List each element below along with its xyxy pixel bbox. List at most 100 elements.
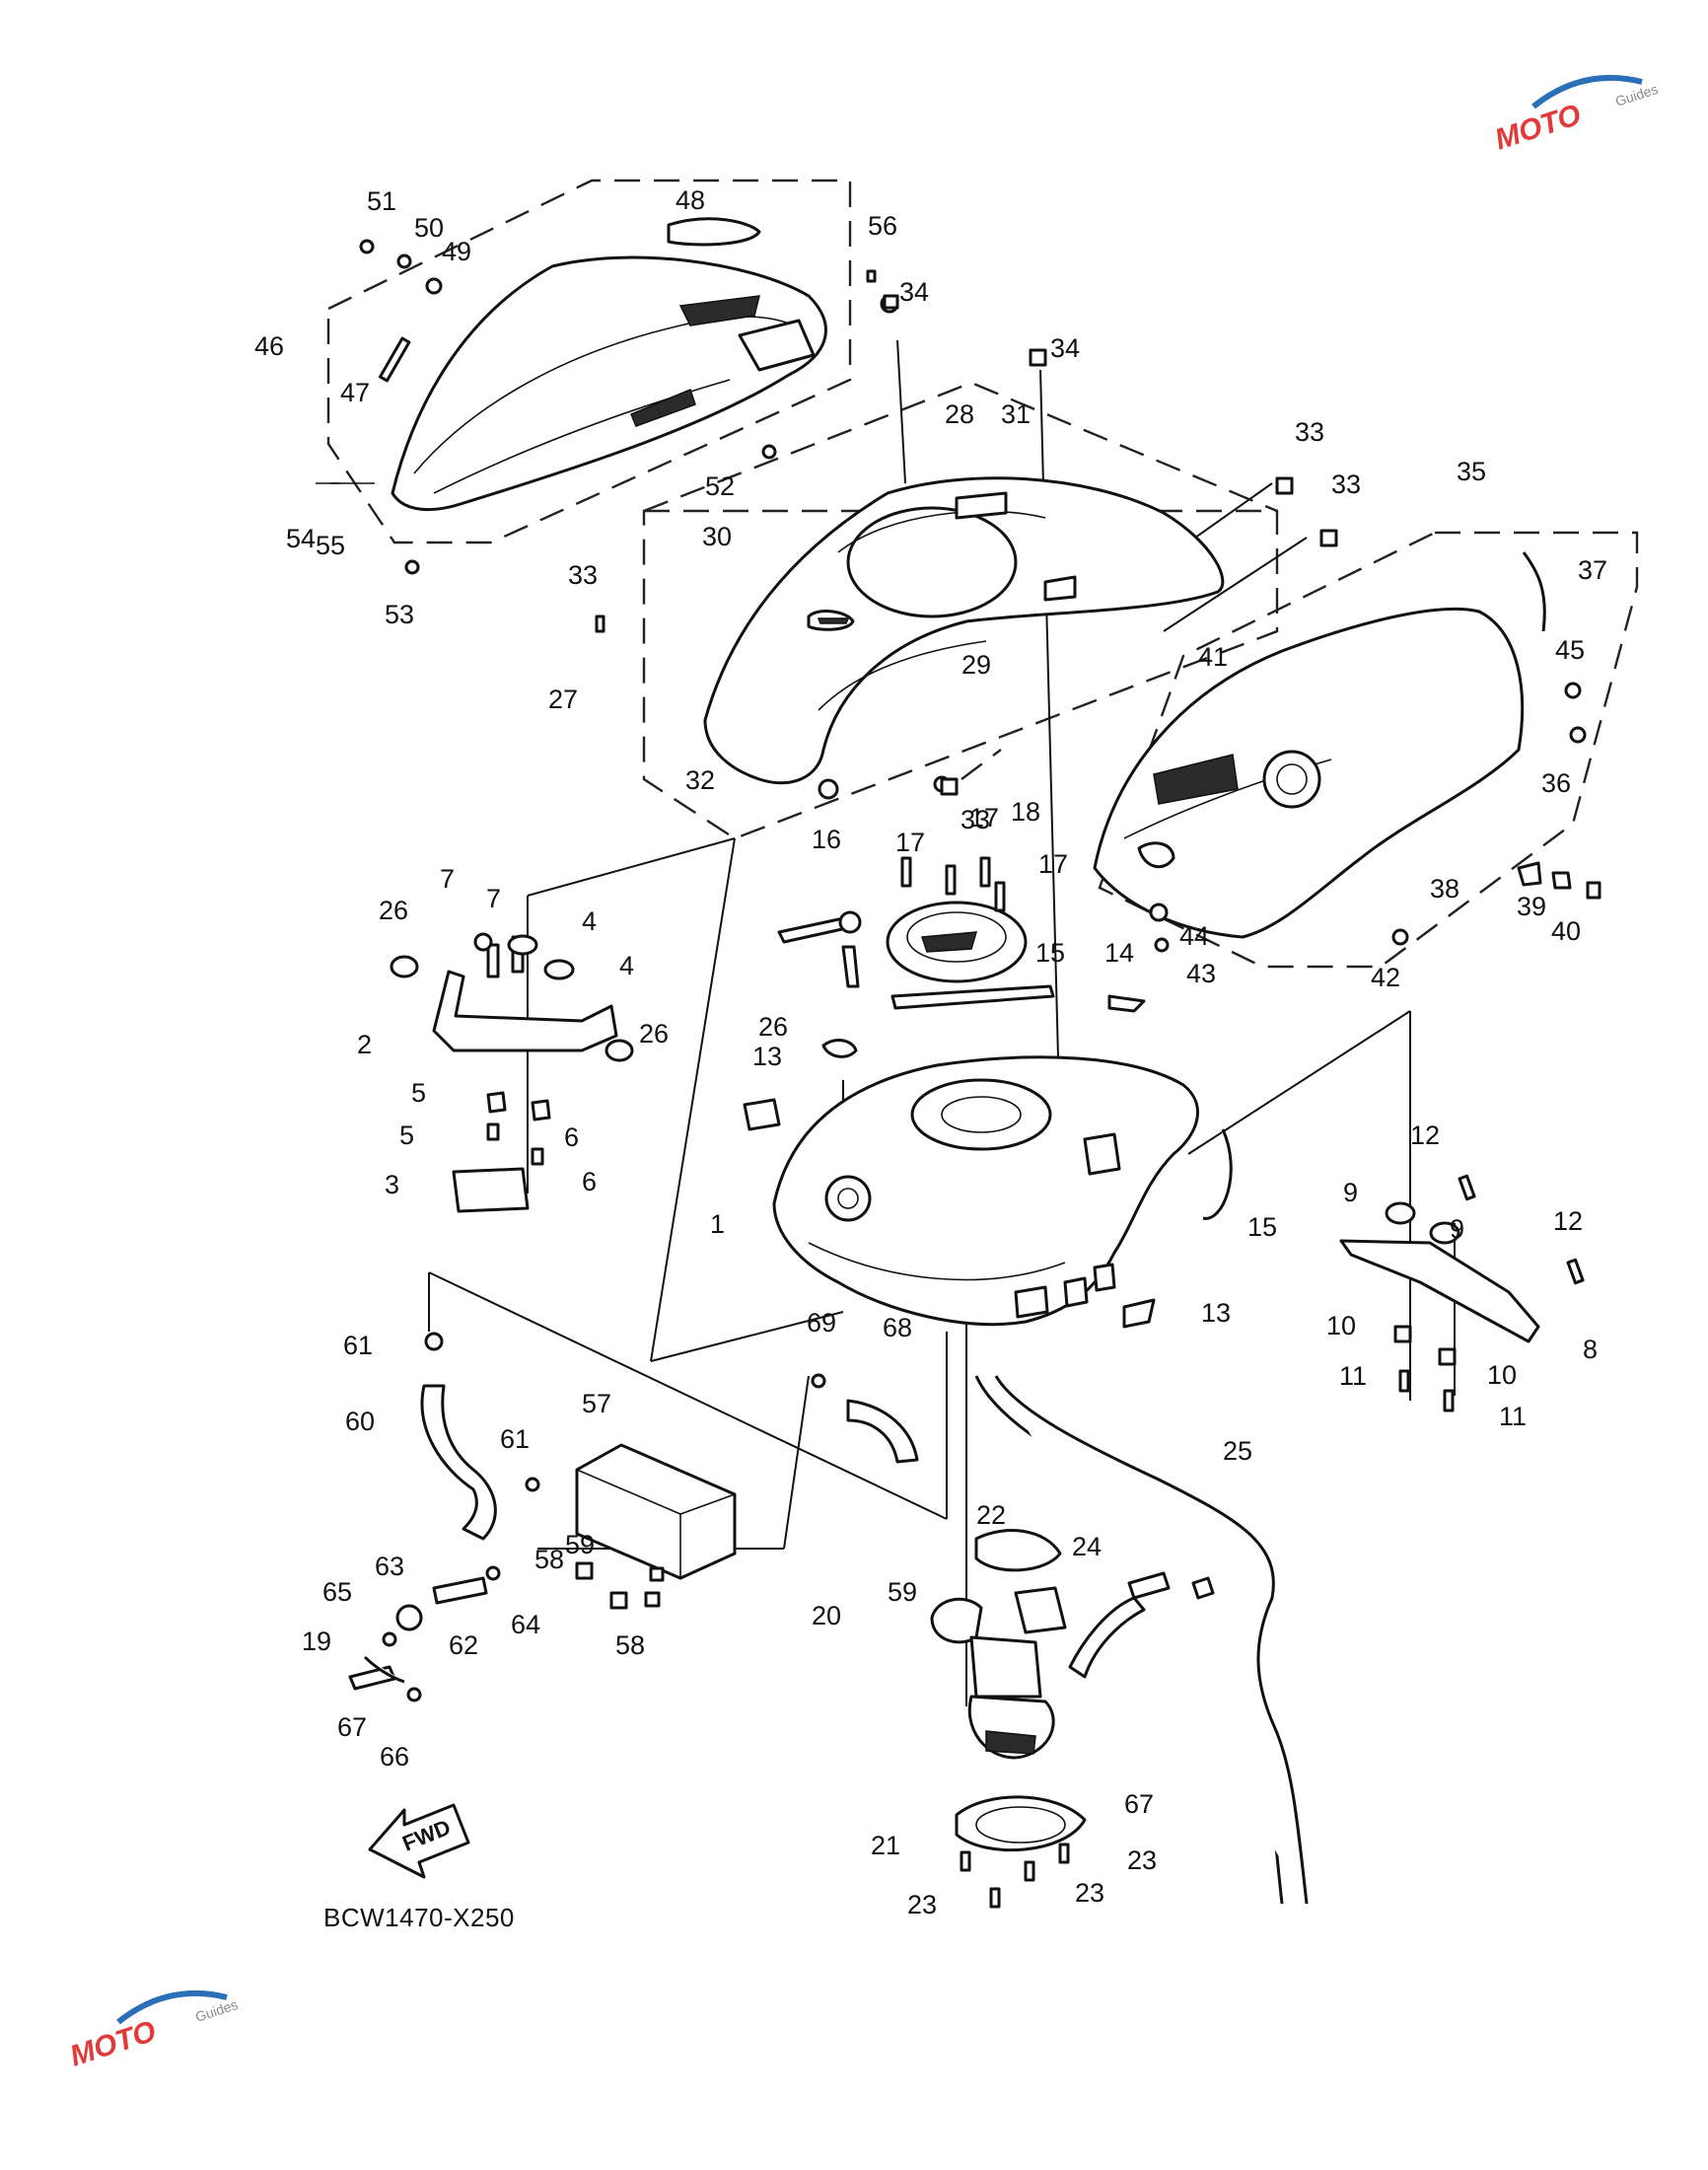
callout-13: 13 xyxy=(752,1042,782,1071)
callout-12: 12 xyxy=(1410,1121,1440,1150)
callout-16: 16 xyxy=(812,825,841,854)
callout-49: 49 xyxy=(442,237,471,266)
callout-19: 19 xyxy=(302,1627,331,1656)
callout-36: 36 xyxy=(1541,768,1571,798)
callout-35: 35 xyxy=(1457,457,1486,486)
callout-66: 66 xyxy=(380,1742,409,1772)
callout-63: 63 xyxy=(375,1552,404,1581)
watermark-logo-bottom: MOTO Guides xyxy=(66,1989,240,2073)
callout-17: 17 xyxy=(969,803,999,832)
callout-13: 13 xyxy=(1201,1298,1231,1328)
drain-hose-part xyxy=(974,1375,1309,1905)
callout-52: 52 xyxy=(705,471,735,501)
right-bracket-part xyxy=(1339,1174,1585,1412)
diagram-code: BCW1470-X250 xyxy=(323,1903,515,1932)
callout-10: 10 xyxy=(1326,1311,1356,1340)
callout-40: 40 xyxy=(1551,916,1581,946)
callout-32: 32 xyxy=(685,765,715,795)
callout-34: 34 xyxy=(899,277,929,307)
svg-text:Guides: Guides xyxy=(193,1996,240,2025)
callout-45: 45 xyxy=(1555,635,1585,665)
callout-17: 17 xyxy=(1038,849,1068,879)
callout-1: 1 xyxy=(710,1209,725,1239)
callout-51: 51 xyxy=(367,186,396,216)
fuel-cap-part xyxy=(777,856,1028,988)
callout-61: 61 xyxy=(500,1424,530,1454)
callout-62: 62 xyxy=(449,1630,478,1660)
callout-12: 12 xyxy=(1553,1206,1583,1236)
callout-44: 44 xyxy=(1179,921,1209,951)
callout-23: 23 xyxy=(907,1890,937,1919)
tank-side-cover-part xyxy=(1093,551,1601,953)
callout-25: 25 xyxy=(1223,1436,1252,1466)
callout-60: 60 xyxy=(345,1407,375,1436)
svg-text:MOTO: MOTO xyxy=(1491,99,1585,157)
callout-50: 50 xyxy=(414,213,444,243)
svg-text:Guides: Guides xyxy=(1613,81,1660,109)
callout-6: 6 xyxy=(582,1167,597,1196)
callout-9: 9 xyxy=(1343,1178,1358,1207)
watermark-logo-top: MOTO Guides xyxy=(1491,74,1660,157)
callout-59: 59 xyxy=(888,1577,917,1607)
callout-37: 37 xyxy=(1578,555,1607,585)
callout-10: 10 xyxy=(1487,1360,1517,1390)
callout-55: 55 xyxy=(316,531,345,560)
callout-47: 47 xyxy=(340,378,370,407)
callout-11: 11 xyxy=(1339,1361,1367,1391)
callout-27: 27 xyxy=(548,685,578,714)
callout-15: 15 xyxy=(1247,1212,1277,1242)
callout-4: 4 xyxy=(619,951,634,980)
callout-33: 33 xyxy=(961,805,990,834)
callout-11: 11 xyxy=(1499,1402,1527,1431)
callout-7: 7 xyxy=(486,884,501,913)
callout-39: 39 xyxy=(1517,892,1546,921)
left-bracket-part xyxy=(390,932,634,1213)
callout-65: 65 xyxy=(322,1577,352,1607)
callout-29: 29 xyxy=(961,650,991,680)
callout-9: 9 xyxy=(1450,1214,1464,1244)
callout-33: 33 xyxy=(1331,470,1361,499)
callout-15: 15 xyxy=(1035,938,1065,968)
callout-43: 43 xyxy=(1186,959,1216,988)
callout-59: 59 xyxy=(565,1530,595,1559)
callout-57: 57 xyxy=(582,1389,611,1418)
callout-6: 6 xyxy=(564,1122,579,1152)
callout-38: 38 xyxy=(1430,874,1459,904)
callout-42: 42 xyxy=(1371,963,1400,992)
callout-5: 5 xyxy=(411,1078,426,1108)
callout-68: 68 xyxy=(883,1313,912,1342)
tank-top-cover-part xyxy=(595,294,1338,800)
callout-67: 67 xyxy=(1124,1789,1154,1819)
callout-26: 26 xyxy=(379,896,408,925)
callout-2: 2 xyxy=(357,1030,372,1059)
callout-5: 5 xyxy=(399,1121,414,1150)
callout-14: 14 xyxy=(1104,938,1134,968)
fuel-tank-part xyxy=(743,984,1233,1329)
callout-64: 64 xyxy=(511,1610,540,1639)
callout-8: 8 xyxy=(1583,1335,1598,1364)
callout-56: 56 xyxy=(868,211,897,241)
callout-28: 28 xyxy=(945,399,974,429)
callout-3: 3 xyxy=(385,1170,399,1199)
callout-31: 31 xyxy=(1001,399,1031,429)
callout-23: 23 xyxy=(1075,1878,1104,1908)
callout-58: 58 xyxy=(534,1545,564,1574)
callout-41: 41 xyxy=(1198,642,1228,672)
callout-54: 54 xyxy=(286,524,316,553)
callout-61: 61 xyxy=(343,1331,373,1360)
callout-4: 4 xyxy=(582,906,597,936)
rear-top-cover-part xyxy=(316,217,899,575)
callout-34: 34 xyxy=(1050,333,1080,363)
callout-7: 7 xyxy=(440,864,455,894)
callout-30: 30 xyxy=(702,522,732,551)
callout-67: 67 xyxy=(337,1712,367,1742)
callout-33: 33 xyxy=(568,560,598,590)
callout-26: 26 xyxy=(639,1019,669,1049)
svg-text:MOTO: MOTO xyxy=(66,2015,160,2073)
callout-48: 48 xyxy=(676,185,705,215)
callout-69: 69 xyxy=(807,1308,836,1338)
fuel-pump-part xyxy=(930,1529,1215,1909)
callout-26: 26 xyxy=(758,1012,788,1042)
